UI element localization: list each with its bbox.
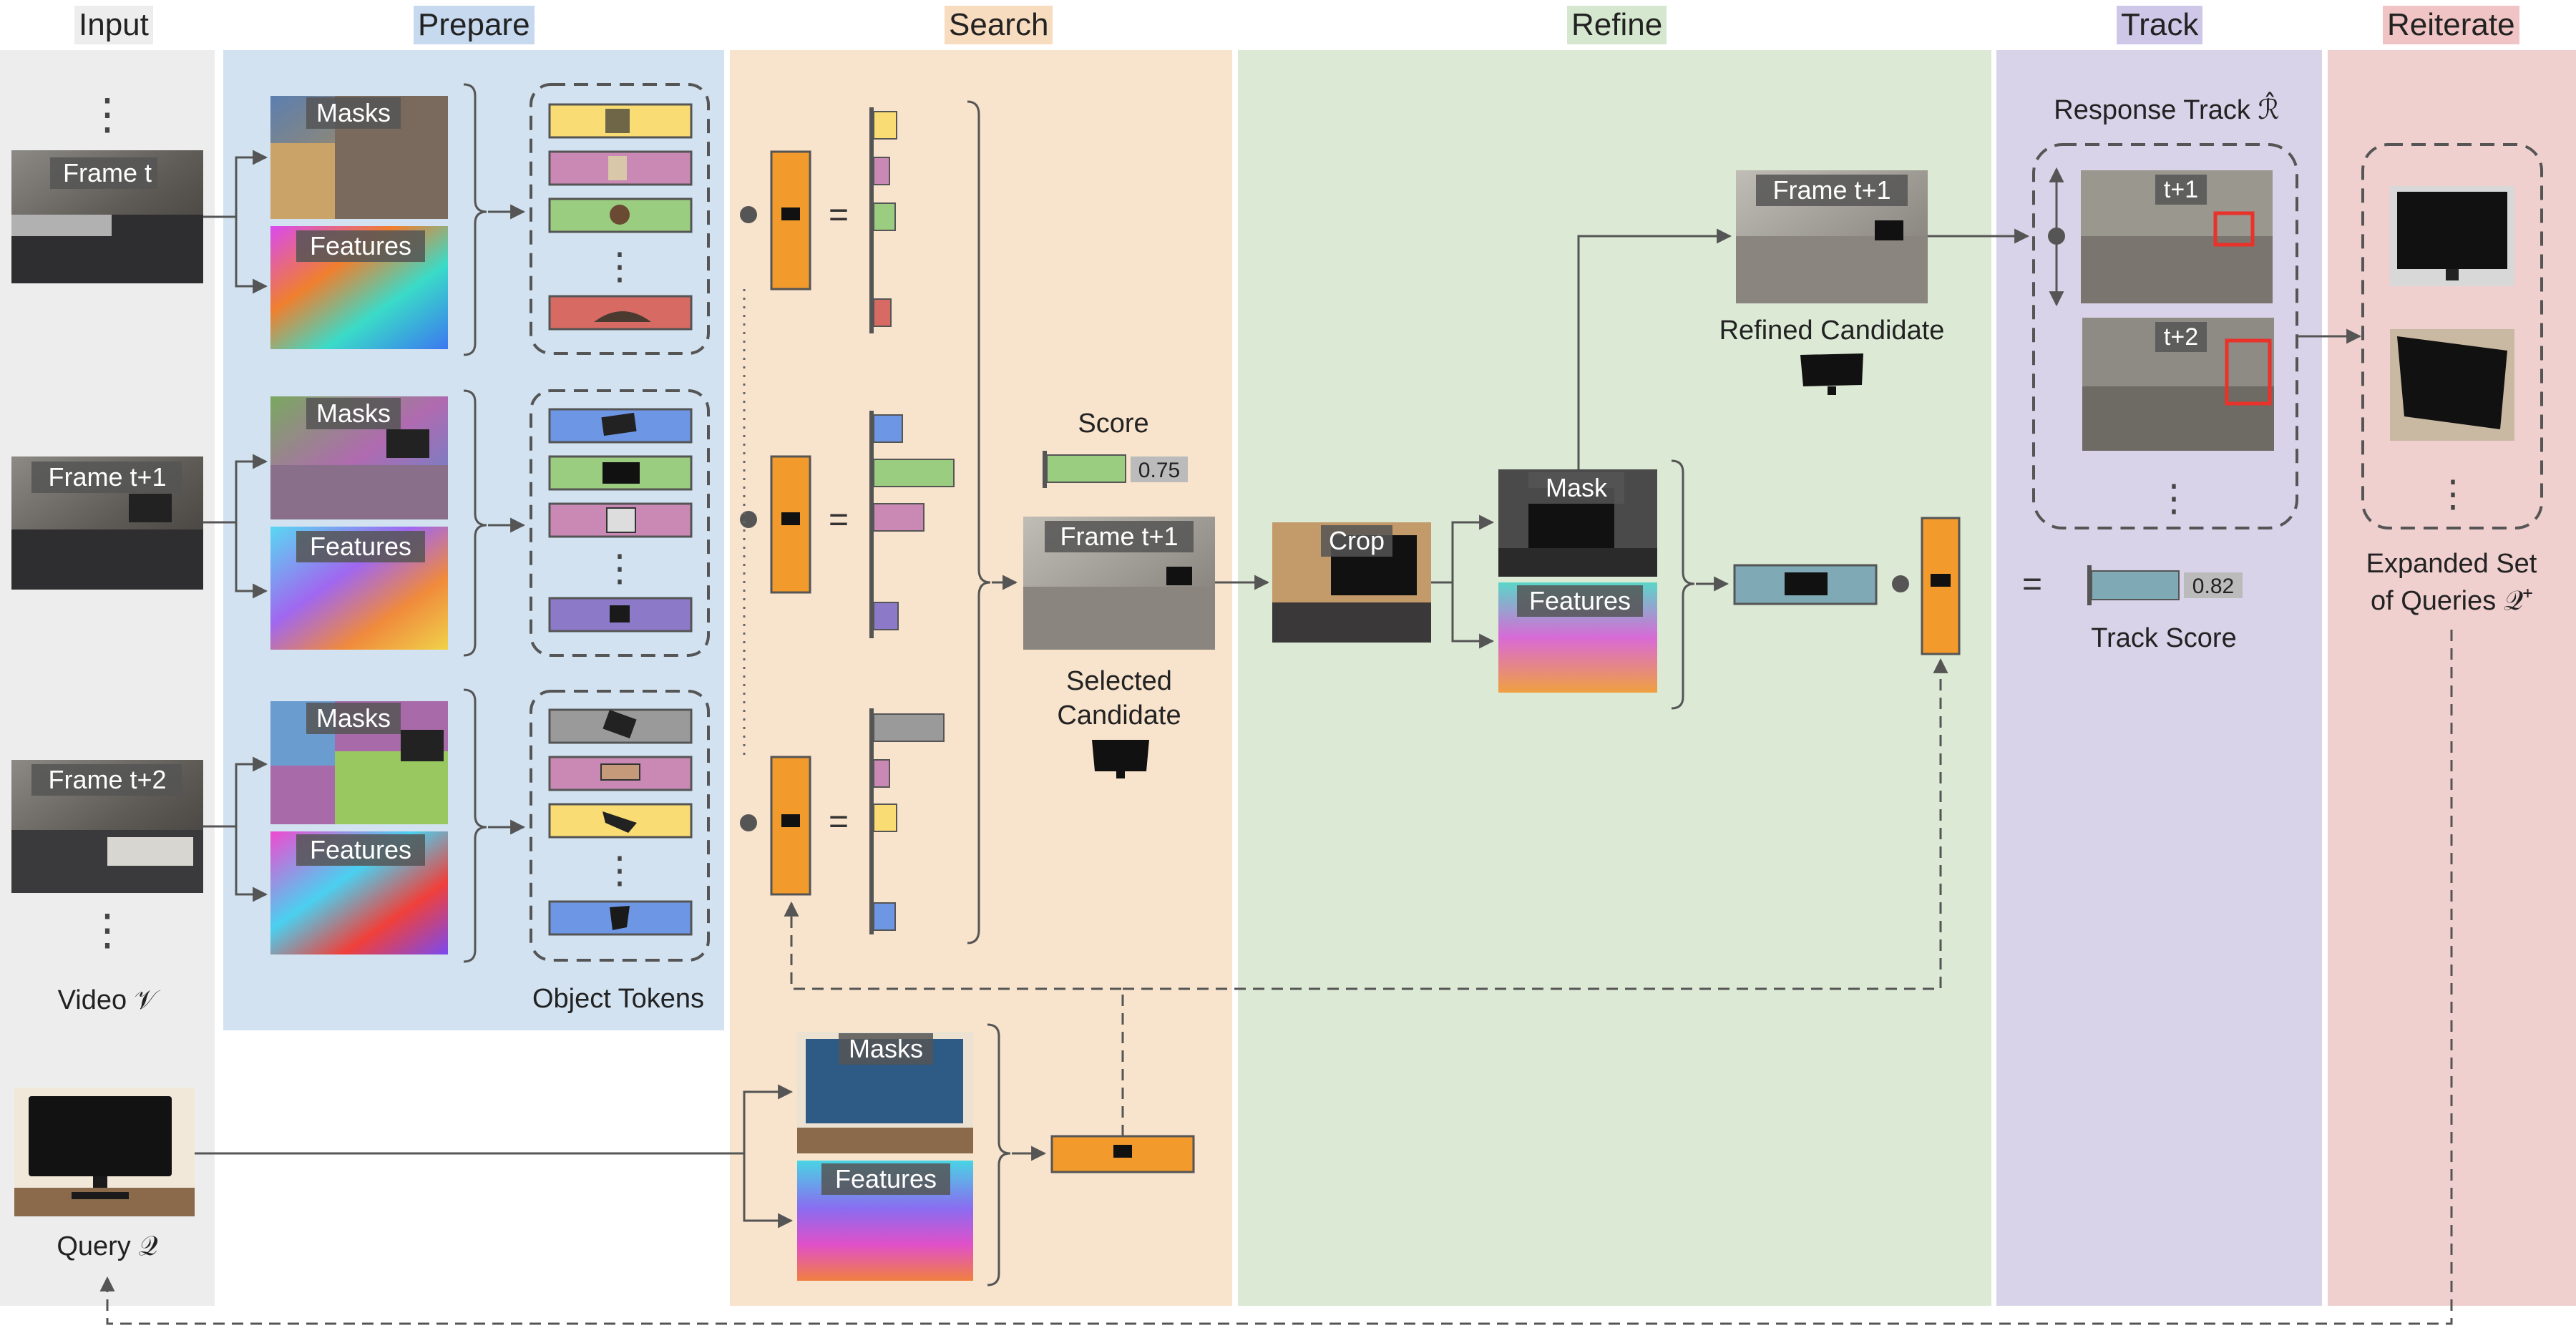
refined-frame: Frame t+1 [1736,170,1928,303]
features-label: Features [310,532,411,561]
prepare-features-2: Features [270,527,448,650]
expanded-ellipsis: ⋮ [2434,474,2472,515]
expanded-query-2 [2390,329,2514,441]
score-bar-green [873,459,955,487]
query-masks: Masks [797,1032,973,1153]
score-bar-blue [873,902,896,931]
equals-sign: = [829,803,849,841]
prepare-masks-2: Masks [270,396,448,519]
track-ellipsis: ⋮ [2155,478,2192,519]
expanded-label-1: Expanded Set [2366,549,2537,579]
score-value: 0.75 [1138,459,1180,482]
track-frame-t2-label: t+2 [2164,323,2198,351]
features-label: Features [310,231,411,260]
input-ellipsis-bottom: ⋮ [86,906,129,954]
refined-frame-label: Frame t+1 [1772,175,1890,205]
refine-mask: Mask [1498,469,1657,577]
masks-label: Masks [316,399,391,428]
section-title-prepare: Prepare [414,6,535,44]
input-frame-t1: Frame t+1 [11,456,203,590]
track-frame-t1: t+1 [2081,170,2273,303]
refined-candidate-label: Refined Candidate [1719,316,1945,346]
frame-t2-label: Frame t+2 [48,765,166,794]
expanded-queries-group [2361,143,2543,529]
equals-sign: = [829,196,849,234]
mask-label: Mask [1546,473,1608,502]
track-equals-sign: = [2022,565,2042,603]
masks-label: Masks [316,98,391,127]
token-ellipsis: ⋮ [601,850,638,892]
score-bar-gray [873,713,945,742]
section-title-search: Search [945,6,1053,44]
query-image [14,1088,195,1216]
score-bar-selected [1046,454,1126,483]
token-green [548,455,693,491]
input-frame-t: Frame t [11,150,203,283]
response-track-label: Response Track ℛ̂ [2054,92,2279,125]
selected-candidate-frame: Frame t+1 [1023,517,1215,650]
selected-candidate-label-2: Candidate [1057,700,1181,731]
candidate-frame-label: Frame t+1 [1060,522,1178,551]
prepare-features-3: Features [270,831,448,954]
token-ellipsis: ⋮ [601,548,638,590]
expanded-query-1 [2390,186,2514,286]
video-label: Video 𝒱 [58,985,161,1015]
prepare-masks-1: Masks [270,96,448,219]
refine-features: Features [1498,582,1657,693]
score-bar-purple [873,602,899,630]
selected-candidate-label-1: Selected [1066,666,1172,696]
score-bar-pink [873,503,924,532]
section-title-track: Track [2117,6,2203,44]
track-score-bar [2091,570,2180,600]
token-ellipsis: ⋮ [601,246,638,288]
section-title-input: Input [74,6,153,44]
search-row-3: = [740,708,945,934]
score-bar-blue [873,414,903,443]
section-title-reiterate: Reiterate [2383,6,2519,44]
input-frame-t2: Frame t+2 [11,760,203,893]
score-bar-red [873,298,892,327]
score-bar-yellow [873,804,897,832]
crop-label: Crop [1329,526,1385,555]
score-bar-pink [873,157,890,185]
features-label: Features [1529,586,1631,615]
selected-candidate-monitor-icon [1092,740,1149,771]
search-row-1: = [740,107,897,333]
query-features-label: Features [835,1164,937,1193]
object-tokens-group-1 [530,83,710,355]
track-frame-t1-label: t+1 [2164,176,2198,203]
object-tokens-group-2 [530,389,710,657]
prepare-masks-3: Masks [270,701,448,824]
prepare-features-1: Features [270,226,448,349]
input-ellipsis-top: ⋮ [86,90,129,138]
features-label: Features [310,835,411,864]
refined-candidate-monitor-icon [1800,353,1863,386]
object-tokens-group-3 [530,690,710,962]
query-label: Query 𝒬 [57,1231,157,1261]
track-score-value: 0.82 [2192,575,2234,598]
track-frame-t2: t+2 [2082,318,2274,451]
masks-label: Masks [316,703,391,733]
expanded-label-2: of Queries 𝒬⁺ [2371,586,2532,616]
score-bar-pink [873,759,890,788]
query-masks-label: Masks [849,1034,923,1063]
score-label: Score [1078,409,1148,439]
score-bar-green [873,202,896,231]
search-row-2: = [740,411,955,638]
crop-image: Crop [1272,522,1431,643]
section-title-refine: Refine [1567,6,1667,44]
frame-t1-label: Frame t+1 [48,462,166,492]
object-tokens-label: Object Tokens [532,984,704,1014]
track-score-label: Track Score [2091,623,2236,653]
equals-sign: = [829,501,849,539]
query-features: Features [797,1161,973,1281]
score-bar-yellow [873,111,897,140]
frame-t-label: Frame t [63,158,152,187]
